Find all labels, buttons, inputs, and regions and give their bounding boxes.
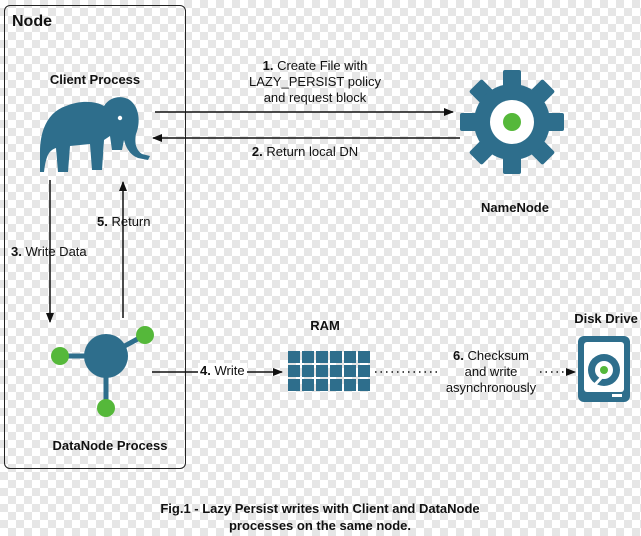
disk-drive-icon <box>578 336 630 402</box>
step1-line1: Create File with <box>277 58 368 73</box>
gear-icon <box>460 70 564 174</box>
ram-cell <box>316 365 328 377</box>
ram-cell <box>288 365 300 377</box>
ram-grid-icon <box>288 351 370 391</box>
ram-cell <box>344 365 356 377</box>
node-boundary <box>4 5 186 469</box>
step6-line3: asynchronously <box>445 380 537 395</box>
step2-label: 2. Return local DN <box>220 144 390 160</box>
datanode-process-label: DataNode Process <box>52 438 168 453</box>
ram-cell <box>302 351 314 363</box>
step4-number: 4. <box>200 363 211 378</box>
ram-cell <box>316 379 328 391</box>
ram-cell <box>358 365 370 377</box>
step2-number: 2. <box>251 144 263 159</box>
elephant-icon <box>40 97 150 172</box>
step6-label: 6. Checksum and write asynchronously <box>436 348 546 396</box>
step1-line2: LAZY_PERSIST policy <box>249 74 381 89</box>
step1-line3: and request block <box>263 90 367 105</box>
ram-cell <box>330 351 342 363</box>
step2-text: Return local DN <box>266 144 359 159</box>
ram-cell <box>288 379 300 391</box>
ram-cell <box>358 351 370 363</box>
figure-caption: Fig.1 - Lazy Persist writes with Client … <box>120 500 520 534</box>
step1-label: 1. Create File with LAZY_PERSIST policy … <box>220 58 410 106</box>
step3-number: 3. <box>11 244 22 259</box>
ram-cell <box>358 379 370 391</box>
ram-cell <box>344 379 356 391</box>
client-process-label: Client Process <box>49 72 141 87</box>
caption-line1: Fig.1 - Lazy Persist writes with Client … <box>160 501 480 516</box>
namenode-label: NameNode <box>481 200 549 215</box>
step4-label: 4. Write <box>198 363 247 379</box>
ram-label: RAM <box>310 318 340 333</box>
step6-line1: Checksum <box>467 348 529 363</box>
ram-cell <box>330 379 342 391</box>
ram-cell <box>302 365 314 377</box>
ram-cell <box>288 351 300 363</box>
step5-label: 5. Return <box>97 214 151 230</box>
step3-label: 3. Write Data <box>11 244 87 260</box>
ram-cell <box>344 351 356 363</box>
ram-cell <box>302 379 314 391</box>
caption-line2: processes on the same node. <box>228 518 412 533</box>
step5-text: Return <box>111 214 151 229</box>
step6-line2: and write <box>464 364 518 379</box>
step5-number: 5. <box>97 214 108 229</box>
ram-cell <box>316 351 328 363</box>
network-node-icon <box>51 326 154 417</box>
step6-number: 6. <box>453 348 464 363</box>
node-title: Node <box>12 13 52 30</box>
step1-number: 1. <box>262 58 274 73</box>
disk-drive-label: Disk Drive <box>574 311 638 326</box>
step3-text: Write Data <box>25 244 87 259</box>
ram-cell <box>330 365 342 377</box>
step4-text: Write <box>214 363 245 378</box>
